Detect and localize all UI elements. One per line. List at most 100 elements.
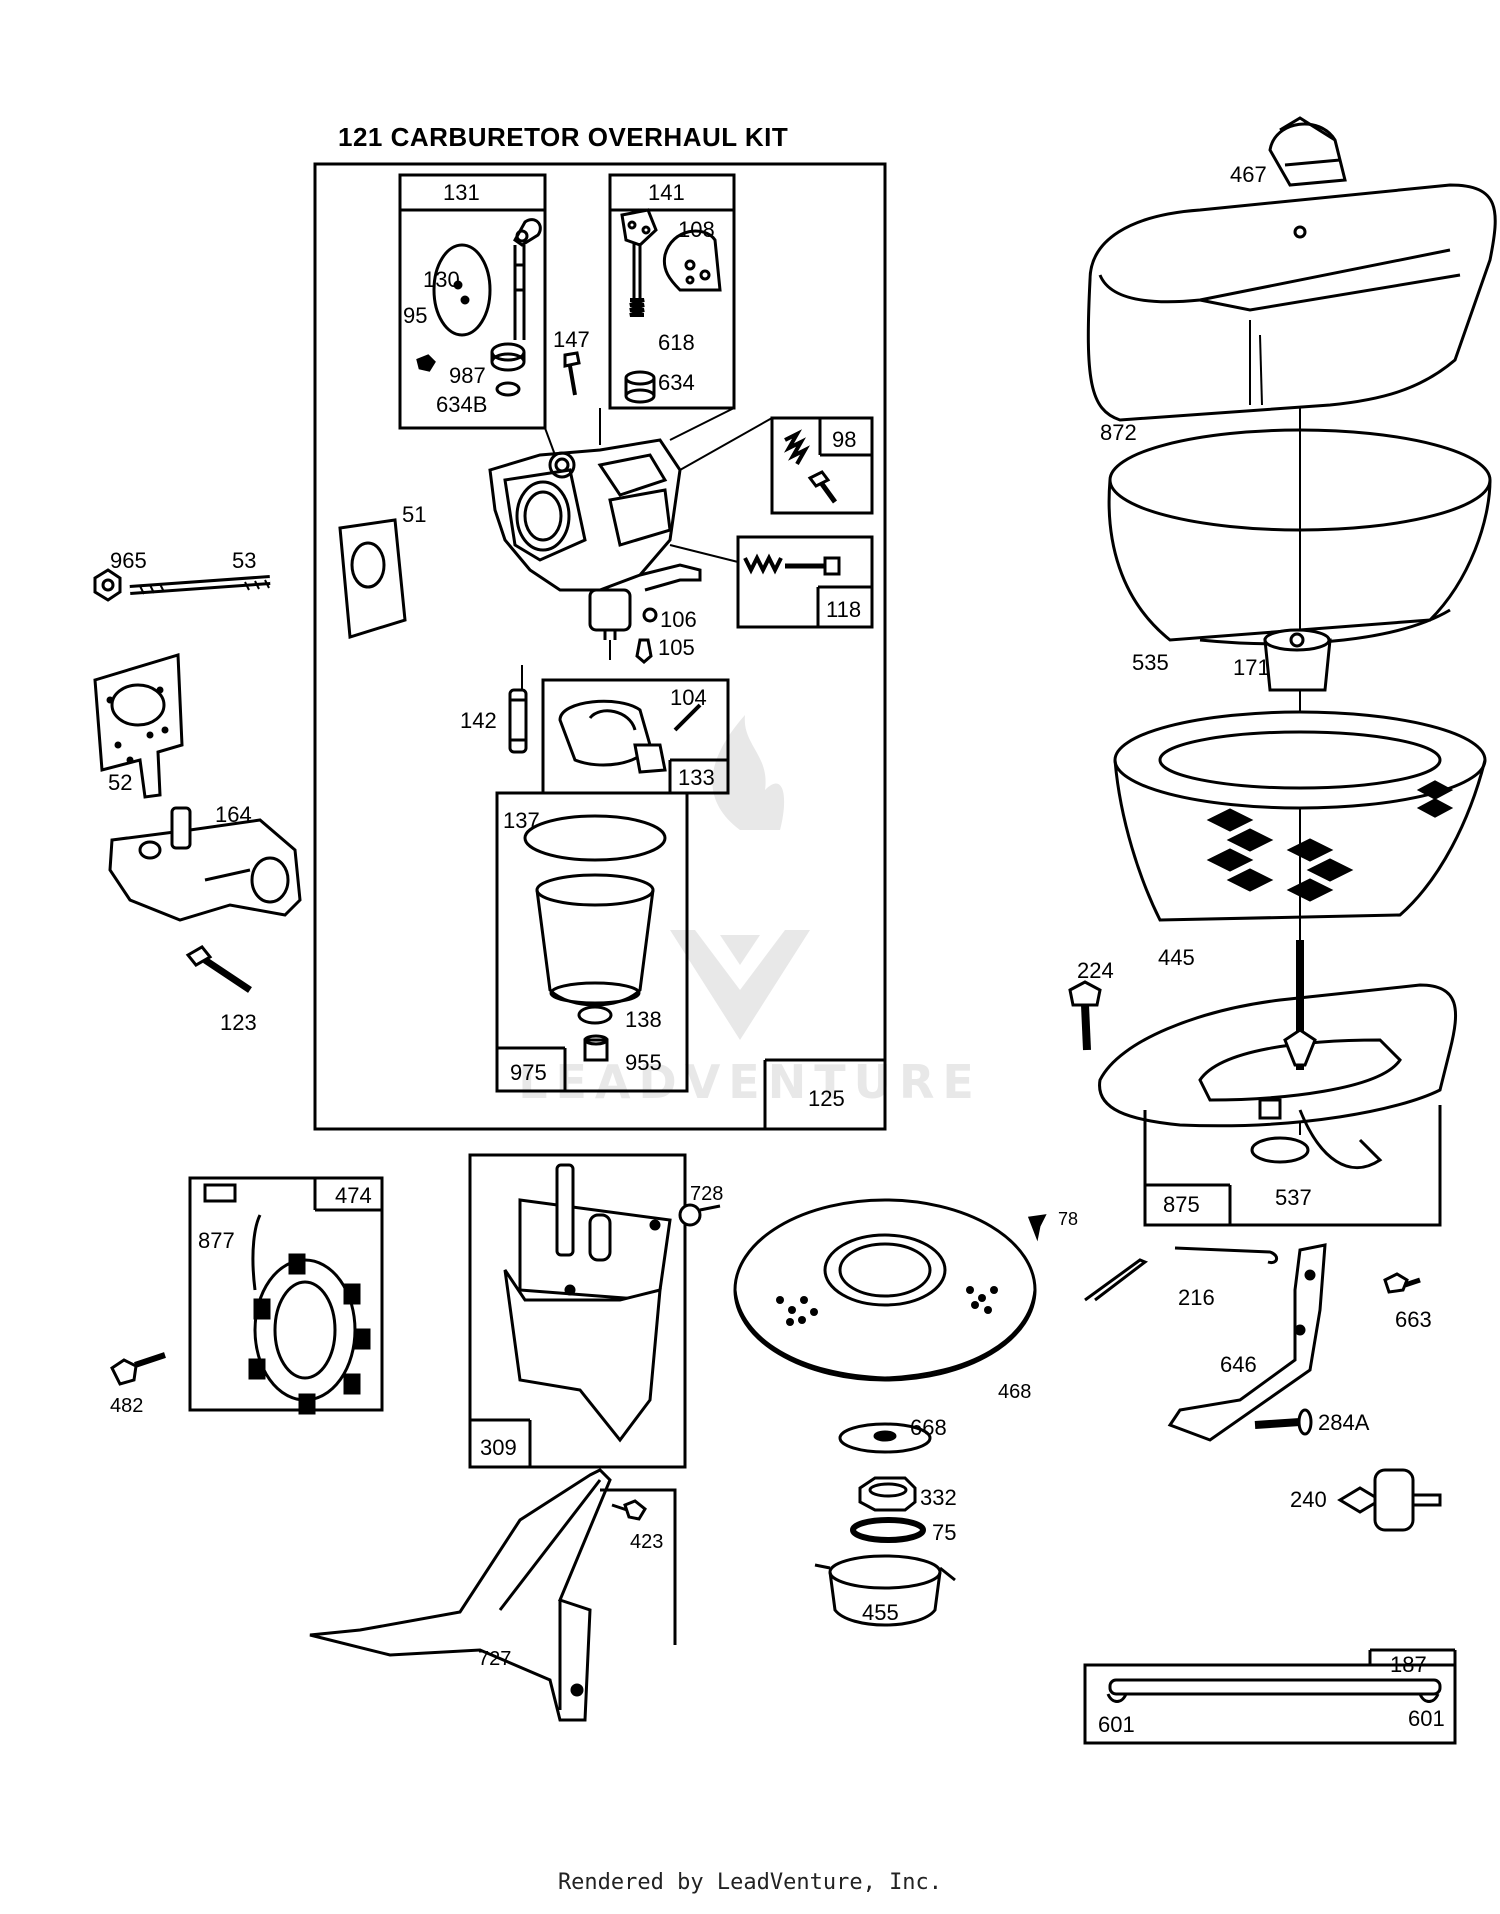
label-535: 535 — [1132, 650, 1169, 675]
label-727: 727 — [478, 1648, 511, 1670]
label-164: 164 — [215, 802, 252, 827]
washer-138 — [577, 1005, 613, 1025]
gasket-52 — [93, 653, 184, 799]
label-131: 131 — [443, 180, 480, 205]
air-filter-445 — [1113, 710, 1487, 922]
bracket-646 — [1167, 1243, 1327, 1442]
flywheel-468 — [733, 1198, 1037, 1382]
washer-668 — [838, 1422, 932, 1454]
choke-shaft — [513, 218, 542, 340]
label-445: 445 — [1158, 945, 1195, 970]
seal-634 — [624, 370, 656, 404]
screw-284A — [1254, 1408, 1313, 1436]
label-147: 147 — [553, 327, 590, 352]
bolt-482 — [110, 1352, 166, 1386]
fuel-line — [1106, 1678, 1442, 1703]
label-105: 105 — [658, 635, 695, 660]
idle-screw-98 — [783, 429, 838, 504]
nut-965 — [93, 568, 122, 602]
clip-106 — [642, 607, 658, 623]
label-130: 130 — [423, 267, 460, 292]
kit-box-118 — [736, 535, 874, 629]
label-240: 240 — [1290, 1487, 1327, 1512]
label-95: 95 — [403, 303, 427, 328]
label-955: 955 — [625, 1050, 662, 1075]
label-872: 872 — [1100, 420, 1137, 445]
kit-box-131 — [398, 173, 547, 430]
label-975: 975 — [510, 1060, 547, 1085]
label-187: 187 — [1390, 1652, 1427, 1677]
label-78: 78 — [1058, 1209, 1078, 1229]
label-332: 332 — [920, 1485, 957, 1510]
box-875 — [1143, 1105, 1442, 1227]
air-cleaner-cover-872 — [1086, 183, 1497, 422]
screw-78 — [1027, 1214, 1047, 1242]
label-663: 663 — [1395, 1307, 1432, 1332]
carburetor-body — [488, 438, 702, 640]
label-423: 423 — [630, 1531, 663, 1553]
label-467: 467 — [1230, 162, 1267, 187]
governor-bracket — [503, 1163, 672, 1443]
starter-cup-455 — [814, 1554, 956, 1627]
box-474 — [188, 1176, 384, 1412]
spring-618-icon — [629, 298, 645, 317]
float-133 — [558, 699, 667, 774]
label-141: 141 — [648, 180, 685, 205]
footer-credit: Rendered by LeadVenture, Inc. — [557, 1870, 943, 1895]
label-171: 171 — [1233, 655, 1270, 680]
stator-877 — [203, 1183, 371, 1415]
stud-53 — [129, 575, 271, 595]
box-727 — [600, 1488, 677, 1645]
diagram-title: 121 CARBURETOR OVERHAUL KIT — [338, 122, 789, 152]
gasket-108 — [662, 229, 722, 292]
gasket-537 — [1250, 1136, 1310, 1164]
float-pin-104 — [673, 703, 702, 732]
label-216: 216 — [1178, 1285, 1215, 1310]
spacer-171 — [1263, 628, 1332, 692]
label-133: 133 — [678, 765, 715, 790]
label-668: 668 — [910, 1415, 947, 1440]
label-728: 728 — [690, 1183, 723, 1205]
label-646: 646 — [1220, 1352, 1257, 1377]
label-104: 104 — [670, 685, 707, 710]
label-474: 474 — [335, 1183, 372, 1208]
screw-423 — [611, 1499, 647, 1521]
label-634B: 634B — [436, 392, 487, 417]
screw-147 — [563, 351, 581, 396]
label-75: 75 — [932, 1520, 956, 1545]
box-309 — [468, 1153, 687, 1469]
label-309: 309 — [480, 1435, 517, 1460]
choke-plate — [432, 243, 492, 337]
label-106: 106 — [660, 607, 697, 632]
label-455: 455 — [862, 1600, 899, 1625]
label-601-left: 601 — [1098, 1712, 1135, 1737]
watermark-text: LEADVENTURE — [518, 1055, 982, 1109]
label-601-right: 601 — [1408, 1706, 1445, 1731]
label-98: 98 — [832, 427, 856, 452]
gasket-51-hole — [350, 541, 386, 589]
air-cleaner-base-875 — [1098, 940, 1457, 1170]
label-51: 51 — [402, 502, 426, 527]
label-53: 53 — [232, 548, 256, 573]
label-468: 468 — [998, 1381, 1031, 1403]
screw-95-icon — [416, 354, 436, 372]
fuel-filter-240 — [1337, 1468, 1442, 1532]
needle-105 — [635, 638, 653, 664]
label-618: 618 — [658, 330, 695, 355]
washer-634B — [495, 381, 521, 397]
washer-75 — [850, 1517, 926, 1543]
label-137: 137 — [503, 808, 540, 833]
pin-142 — [508, 688, 528, 754]
kit-box-975 — [495, 791, 689, 1093]
label-537: 537 — [1275, 1185, 1312, 1210]
throttle-shaft — [620, 208, 658, 300]
label-965: 965 — [110, 548, 147, 573]
label-634: 634 — [658, 370, 695, 395]
pre-cleaner-535 — [1107, 428, 1492, 646]
label-482: 482 — [110, 1395, 143, 1417]
link-216 — [1084, 1246, 1278, 1302]
label-125: 125 — [808, 1086, 845, 1111]
label-118: 118 — [826, 597, 861, 622]
knob-467 — [1268, 116, 1347, 187]
